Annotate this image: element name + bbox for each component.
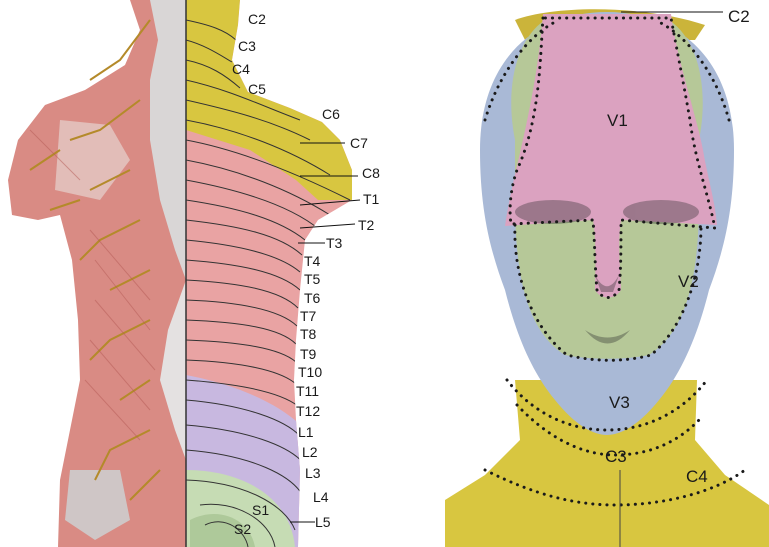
label-face-c3: C3 bbox=[605, 447, 627, 466]
label-v2: V2 bbox=[678, 272, 699, 291]
label-l1: L1 bbox=[298, 424, 314, 440]
back-muscle-side bbox=[8, 0, 186, 547]
label-t9: T9 bbox=[300, 346, 317, 362]
label-t4: T4 bbox=[304, 253, 321, 269]
label-t11: T11 bbox=[296, 383, 319, 399]
label-c6: C6 bbox=[322, 106, 340, 122]
label-t1: T1 bbox=[363, 191, 380, 207]
label-t10: T10 bbox=[298, 364, 322, 380]
label-c7: C7 bbox=[350, 135, 368, 151]
back-dermatome-diagram: C2 C3 C4 C5 C6 C7 C8 T1 T2 T3 T4 T5 T6 T… bbox=[0, 0, 400, 547]
label-t2: T2 bbox=[358, 217, 375, 233]
face-dermatome-diagram: C2 V1 V2 V3 C3 C4 bbox=[445, 0, 769, 547]
label-l5: L5 bbox=[315, 514, 331, 530]
label-t5: T5 bbox=[304, 271, 321, 287]
label-s1: S1 bbox=[252, 502, 269, 518]
label-t3: T3 bbox=[326, 235, 343, 251]
label-c8: C8 bbox=[362, 165, 380, 181]
label-t8: T8 bbox=[300, 326, 317, 342]
label-t12: T12 bbox=[296, 403, 320, 419]
label-t7: T7 bbox=[300, 308, 317, 324]
label-c3: C3 bbox=[238, 38, 256, 54]
label-l4: L4 bbox=[313, 489, 329, 505]
label-c5: C5 bbox=[248, 81, 266, 97]
back-dermatome-side bbox=[186, 0, 400, 547]
label-s2: S2 bbox=[234, 521, 251, 537]
face-dermatome-svg: C2 V1 V2 V3 C3 C4 bbox=[445, 0, 769, 547]
back-dermatome-svg: C2 C3 C4 C5 C6 C7 C8 T1 T2 T3 T4 T5 T6 T… bbox=[0, 0, 400, 547]
label-t6: T6 bbox=[304, 290, 321, 306]
label-v3: V3 bbox=[609, 393, 630, 412]
label-c2: C2 bbox=[248, 11, 266, 27]
label-face-c4: C4 bbox=[686, 467, 708, 486]
label-v1: V1 bbox=[607, 111, 628, 130]
label-l2: L2 bbox=[302, 444, 318, 460]
label-l3: L3 bbox=[305, 465, 321, 481]
label-face-c2: C2 bbox=[728, 7, 750, 26]
label-c4: C4 bbox=[232, 61, 250, 77]
